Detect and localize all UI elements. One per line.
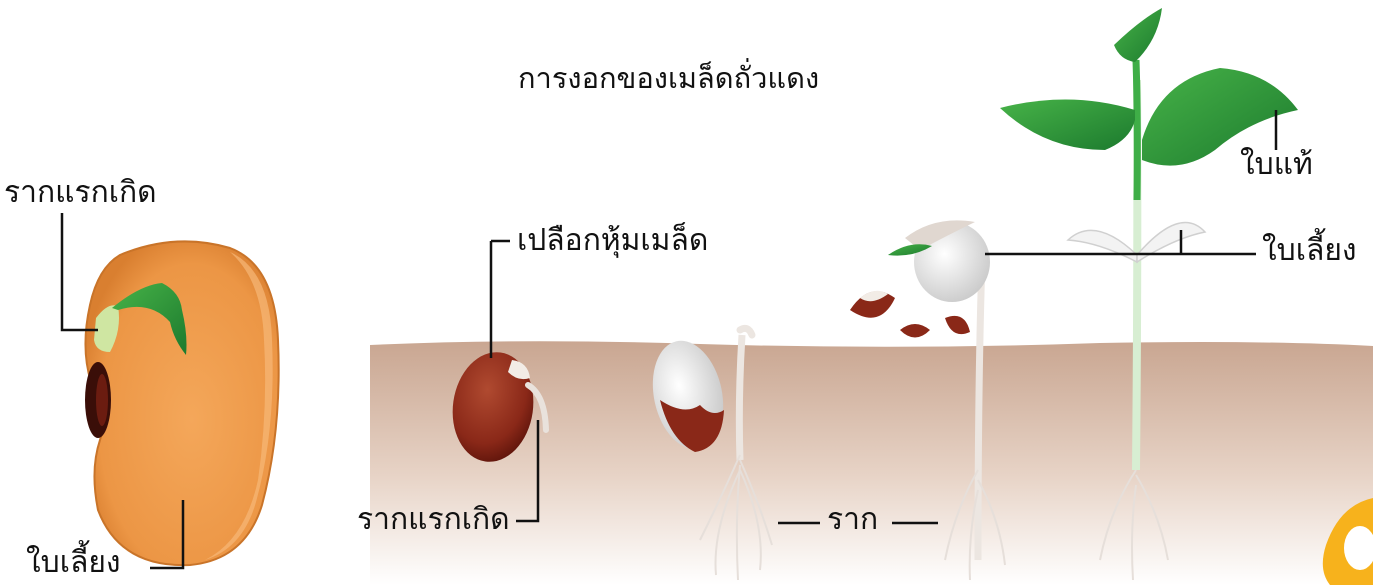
label-radicle: รากแรกเกิด — [357, 505, 510, 535]
label-left-cotyledon: ใบเลี้ยง — [26, 548, 121, 578]
label-true-leaf: ใบแท้ — [1240, 150, 1313, 180]
true-leaf-left — [1000, 99, 1135, 150]
label-seed-coat: เปลือกหุ้มเมล็ด — [517, 226, 708, 256]
diagram-title: การงอกของเมล็ดถั่วแดง — [518, 64, 819, 93]
label-cotyledon: ใบเลี้ยง — [1262, 236, 1357, 266]
label-root: ราก — [827, 505, 878, 535]
label-left-radicle: รากแรกเกิด — [4, 178, 157, 208]
